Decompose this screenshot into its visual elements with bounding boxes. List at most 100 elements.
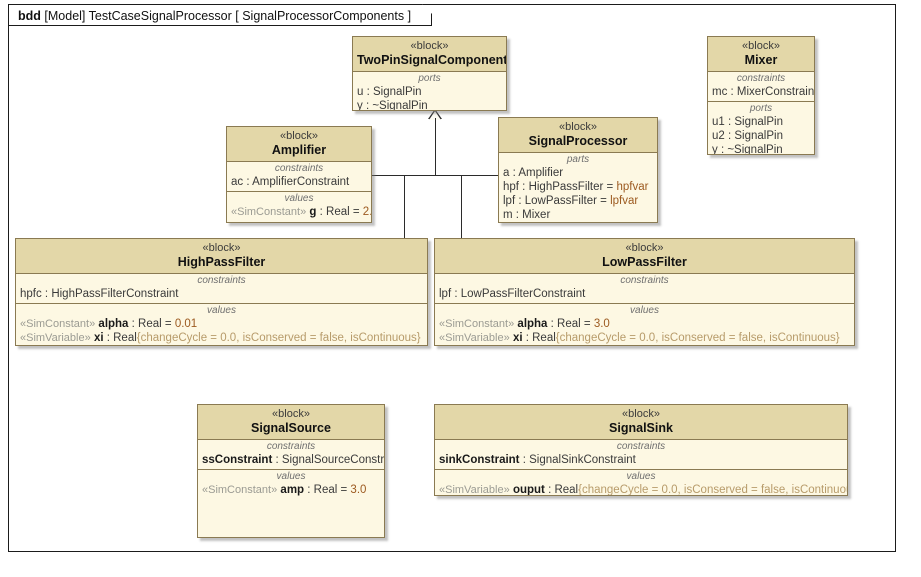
constraint-name: ssConstraint xyxy=(202,454,273,466)
block-header: «block» HighPassFilter xyxy=(16,239,427,274)
block-amplifier[interactable]: «block» Amplifier constraints ac : Ampli… xyxy=(226,126,372,223)
diagram-name-label: [ SignalProcessorComponents ] xyxy=(235,9,412,23)
stereotype-label: «block» xyxy=(272,408,310,420)
block-two-pin-signal-component[interactable]: «block» TwoPinSignalComponent ports u : … xyxy=(352,36,507,111)
value-name: alpha xyxy=(98,318,129,330)
constraint-type: : SignalSinkConstraint xyxy=(519,454,636,466)
block-name: SignalSink xyxy=(609,421,673,435)
value-type: : Real xyxy=(103,332,137,344)
value-row: «SimConstant» alpha : Real = 3.0 xyxy=(435,317,854,331)
diagram-package-label: TestCaseSignalProcessor xyxy=(88,9,232,23)
block-header: «block» Mixer xyxy=(708,37,814,72)
value-name: amp xyxy=(280,484,305,496)
constraint-name: sinkConstraint xyxy=(439,454,520,466)
stereotype-label: «block» xyxy=(742,40,780,52)
compartment-title-constraints: constraints xyxy=(736,73,786,84)
constraint-row: lpf : LowPassFilterConstraint xyxy=(439,288,586,300)
constraint-row: ac : AmplifierConstraint xyxy=(231,176,350,188)
values-compartment: values «SimVariable» ouput : Real{change… xyxy=(435,470,848,496)
value-type: : Real = xyxy=(304,484,351,496)
constraint-row: ssConstraint : SignalSourceConstraint xyxy=(198,453,384,467)
value-stereotype: «SimVariable» xyxy=(20,332,91,344)
block-header: «block» TwoPinSignalComponent xyxy=(353,37,506,72)
value-type: : Real = xyxy=(316,206,363,218)
value-type: : Real = xyxy=(547,318,594,330)
compartment-title-constraints: constraints xyxy=(620,275,669,286)
port-row: u : SignalPin xyxy=(357,86,422,98)
value-tagged-values: {changeCycle = 0.0, isConserved = false,… xyxy=(578,484,848,496)
block-name: LowPassFilter xyxy=(602,255,687,269)
block-header: «block» SignalProcessor xyxy=(499,118,657,153)
port-row: u2 : SignalPin xyxy=(712,130,783,142)
value-tagged-values: {changeCycle = 0.0, isConserved = false,… xyxy=(555,332,840,344)
value-stereotype: «SimVariable» xyxy=(439,332,510,344)
stereotype-label: «block» xyxy=(280,130,318,142)
block-signal-source[interactable]: «block» SignalSource constraints ssConst… xyxy=(197,404,385,538)
port-row: u1 : SignalPin xyxy=(712,116,783,128)
value-stereotype: «SimConstant» xyxy=(202,484,278,496)
part-text: lpf : LowPassFilter = xyxy=(503,195,611,207)
part-default: lpfvar xyxy=(610,195,639,207)
constraints-compartment: constraints ac : AmplifierConstraint xyxy=(227,162,371,192)
part-text: m : Mixer xyxy=(503,209,551,221)
stereotype-label: «block» xyxy=(622,408,660,420)
compartment-title-constraints: constraints xyxy=(197,275,246,286)
value-name: g xyxy=(309,206,317,218)
compartment-title-values: values xyxy=(207,305,236,316)
constraint-type: : SignalSourceConstraint xyxy=(275,454,385,466)
constraints-compartment: constraints hpfc : HighPassFilterConstra… xyxy=(16,274,427,304)
part-row: lpf : LowPassFilter = lpfvar xyxy=(499,194,657,208)
constraints-compartment: constraints sinkConstraint : SignalSinkC… xyxy=(435,440,847,470)
block-mixer[interactable]: «block» Mixer constraints mc : MixerCons… xyxy=(707,36,815,155)
port-row: y : ~SignalPin xyxy=(357,100,428,111)
diagram-header-tab: bdd [Model] TestCaseSignalProcessor [ Si… xyxy=(8,4,432,26)
value-type: : Real = xyxy=(128,318,175,330)
diagram-model-label: [Model] xyxy=(44,9,86,23)
value-row: «SimConstant» g : Real = 2.0 xyxy=(227,205,371,219)
diagram-kind-label: bdd xyxy=(18,9,41,23)
block-header: «block» LowPassFilter xyxy=(435,239,854,274)
part-default: hpfvar xyxy=(616,181,649,193)
block-signal-processor[interactable]: «block» SignalProcessor parts a : Amplif… xyxy=(498,117,658,223)
generalization-branch-lowpass xyxy=(461,175,462,238)
stereotype-label: «block» xyxy=(625,242,664,254)
block-name: TwoPinSignalComponent xyxy=(357,53,507,67)
block-header: «block» SignalSource xyxy=(198,405,384,440)
values-compartment: values «SimConstant» alpha : Real = 3.0 … xyxy=(435,304,854,345)
block-name: Mixer xyxy=(744,53,778,67)
constraints-compartment: constraints ssConstraint : SignalSourceC… xyxy=(198,440,384,470)
compartment-title-constraints: constraints xyxy=(266,441,316,452)
compartment-title-values: values xyxy=(626,471,656,482)
value-number: 2.0 xyxy=(362,206,371,218)
block-name: HighPassFilter xyxy=(177,255,266,269)
generalization-bus xyxy=(371,175,498,176)
value-type: : Real xyxy=(522,332,556,344)
block-signal-sink[interactable]: «block» SignalSink constraints sinkConst… xyxy=(434,404,848,496)
block-header: «block» Amplifier xyxy=(227,127,371,162)
block-name: SignalProcessor xyxy=(528,134,628,148)
compartment-title-values: values xyxy=(630,305,659,316)
block-low-pass-filter[interactable]: «block» LowPassFilter constraints lpf : … xyxy=(434,238,855,346)
value-row: «SimConstant» alpha : Real = 0.01 xyxy=(16,317,427,331)
part-row: hpf : HighPassFilter = hpfvar xyxy=(499,180,657,194)
stereotype-label: «block» xyxy=(202,242,241,254)
value-number: 3.0 xyxy=(593,318,610,330)
value-tagged-values: {changeCycle = 0.0, isConserved = false,… xyxy=(136,332,421,344)
value-stereotype: «SimConstant» xyxy=(20,318,96,330)
block-high-pass-filter[interactable]: «block» HighPassFilter constraints hpfc … xyxy=(15,238,428,346)
value-number: 3.0 xyxy=(350,484,367,496)
block-header: «block» SignalSink xyxy=(435,405,847,440)
value-stereotype: «SimConstant» xyxy=(231,206,307,218)
generalization-branch-highpass xyxy=(404,175,405,238)
value-type: : Real xyxy=(544,484,579,496)
compartment-title-values: values xyxy=(276,471,306,482)
values-compartment: values «SimConstant» amp : Real = 3.0 xyxy=(198,470,384,499)
compartment-title-ports: ports xyxy=(749,103,773,114)
stereotype-label: «block» xyxy=(410,40,449,52)
value-row: «SimVariable» ouput : Real{changeCycle =… xyxy=(435,483,848,496)
compartment-title-constraints: constraints xyxy=(616,441,666,452)
generalization-stem xyxy=(435,118,436,175)
parts-compartment: parts a : Amplifier hpf : HighPassFilter… xyxy=(499,153,657,222)
constraint-row: mc : MixerConstraint xyxy=(712,86,815,98)
